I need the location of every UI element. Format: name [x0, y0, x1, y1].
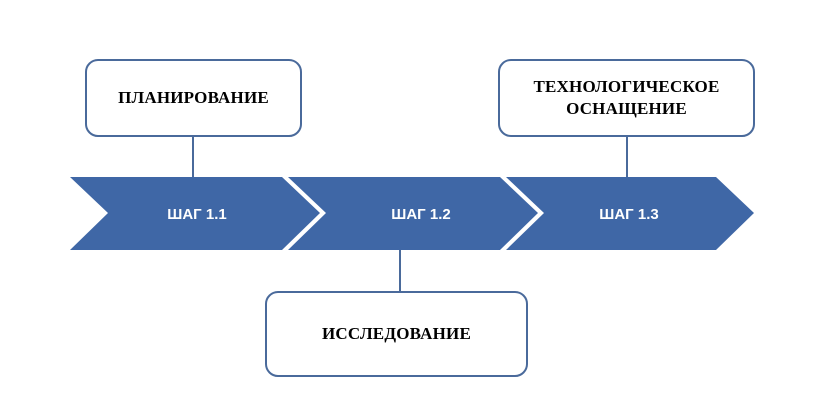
callout-tech-text-line1: ТЕХНОЛОГИЧЕСКОЕ	[533, 77, 720, 96]
step-1-label: ШАГ 1.1	[167, 206, 226, 223]
callout-planning: ПЛАНИРОВАНИЕ	[85, 59, 302, 137]
step-2-label: ШАГ 1.2	[391, 206, 450, 223]
callout-research: ИССЛЕДОВАНИЕ	[265, 291, 528, 377]
callout-planning-text: ПЛАНИРОВАНИЕ	[118, 88, 269, 107]
step-3-label: ШАГ 1.3	[599, 206, 658, 223]
callout-tech: ТЕХНОЛОГИЧЕСКОЕ ОСНАЩЕНИЕ	[498, 59, 755, 137]
step-3-chevron	[506, 177, 754, 250]
step-1-chevron	[70, 177, 320, 250]
step-2-chevron	[288, 177, 538, 250]
callout-tech-text-line2: ОСНАЩЕНИЕ	[566, 99, 687, 118]
callout-research-text: ИССЛЕДОВАНИЕ	[321, 324, 471, 343]
